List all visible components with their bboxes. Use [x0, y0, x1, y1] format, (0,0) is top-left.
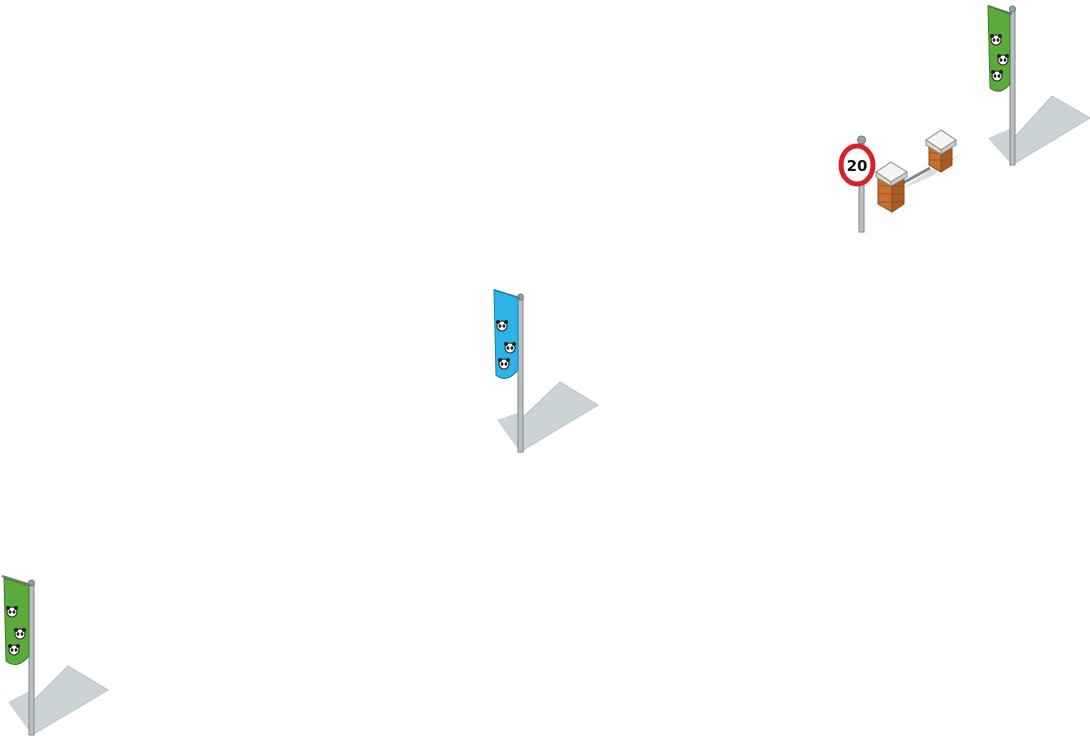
panda-banner-icon	[987, 5, 1011, 92]
flag-shadow	[1011, 95, 1090, 166]
brick-gate[interactable]	[875, 129, 960, 213]
flag-pole-top	[1009, 5, 1016, 13]
brick-pillar-icon	[875, 161, 908, 213]
flag-shadow-base	[988, 128, 1012, 165]
flag-shadow-base	[8, 690, 32, 735]
flag-green-top-right[interactable]	[987, 5, 1090, 166]
flag-green-bottom-left[interactable]	[1, 575, 109, 736]
speed-limit-sign[interactable]: 20	[838, 135, 876, 233]
panda-banner-icon	[493, 289, 519, 380]
gate-bar	[902, 166, 931, 185]
flag-shadow-base	[497, 412, 520, 452]
speed-limit-sign-icon	[838, 143, 876, 187]
brick-pillar-icon	[925, 129, 957, 173]
sign-pole-top	[857, 135, 866, 145]
speed-limit-number: 20	[847, 157, 868, 175]
flag-shadow	[31, 665, 109, 736]
flag-pole	[1009, 7, 1016, 166]
flag-blue-center[interactable]	[493, 289, 599, 453]
panda-banner-icon	[3, 577, 30, 666]
flag-pole	[517, 295, 524, 453]
flag-shadow	[519, 381, 599, 453]
flag-pole	[28, 581, 35, 736]
